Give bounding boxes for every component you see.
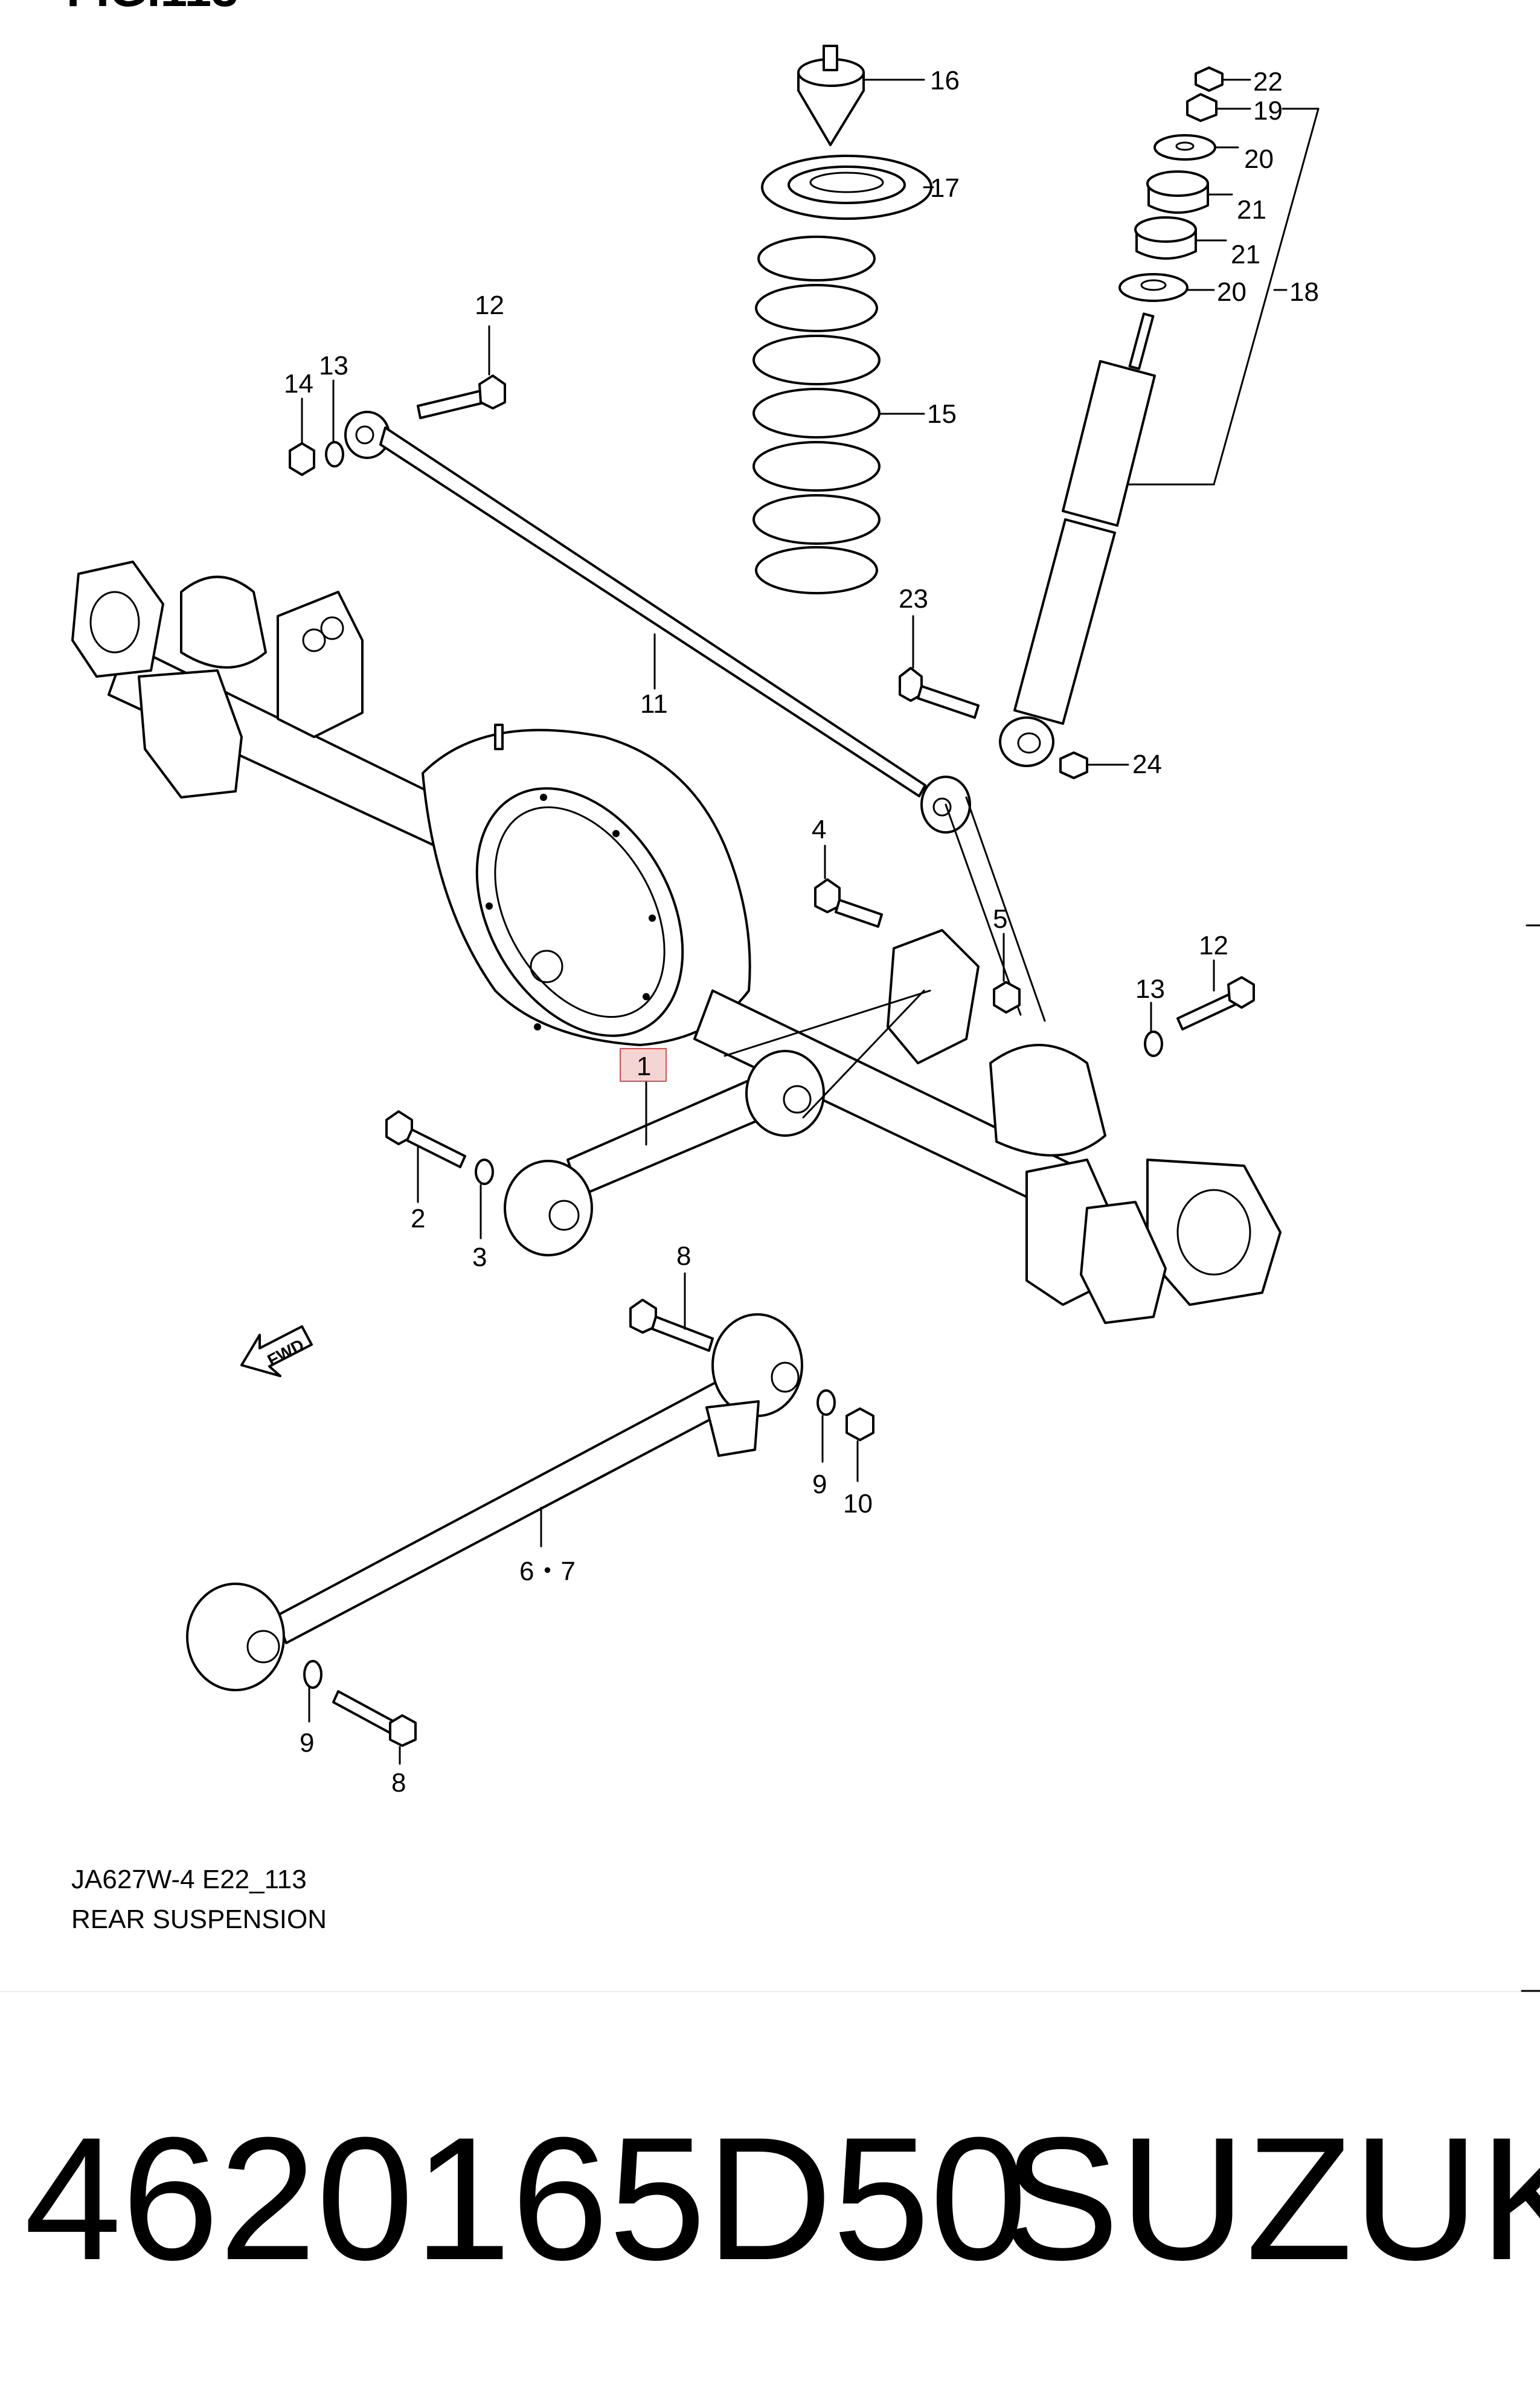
lateral-rod-bolt-right — [1176, 976, 1255, 1030]
callout-8-top: 8 — [676, 1241, 691, 1271]
callout-6-7: 6・7 — [519, 1557, 576, 1586]
callout-10: 10 — [843, 1489, 873, 1519]
diagram-name: REAR SUSPENSION — [71, 1905, 327, 1934]
callout-22: 22 — [1253, 67, 1283, 97]
callout-19: 19 — [1253, 96, 1283, 126]
diagram-code: JA627W-4 E22_113 — [71, 1865, 307, 1894]
callout-15: 15 — [927, 399, 957, 429]
diagram-sheet-bottom-border — [0, 1991, 1540, 1992]
callout-21-bottom: 21 — [1231, 240, 1260, 269]
callout-13-top: 13 — [319, 351, 348, 381]
callout-14: 14 — [284, 369, 313, 399]
callout-17: 17 — [930, 173, 960, 203]
callout-3: 3 — [472, 1243, 487, 1272]
callout-20-bottom: 20 — [1217, 277, 1246, 307]
lower-arm-bolt-front — [629, 1299, 714, 1352]
lateral-rod-washer — [325, 441, 344, 468]
lower-arm-bolt-rear — [332, 1690, 417, 1747]
callout-13-right: 13 — [1135, 974, 1165, 1004]
upper-link-bolt — [814, 878, 883, 928]
spring-seat — [761, 155, 932, 220]
callout-21-top: 21 — [1237, 195, 1266, 225]
callout-12-top: 12 — [475, 291, 504, 320]
upper-link-nut — [993, 981, 1021, 1014]
brand-name: SUZUKI — [1003, 2101, 1540, 2297]
callout-24: 24 — [1132, 750, 1162, 779]
callout-1: 1 — [637, 1052, 651, 1081]
callout-1-highlight — [620, 1048, 667, 1082]
lateral-rod-washer-right — [1144, 1030, 1163, 1057]
coil-spring — [752, 236, 881, 594]
upper-arm-bolt — [385, 1110, 466, 1168]
callout-9-right: 9 — [812, 1470, 827, 1499]
callout-4: 4 — [812, 815, 826, 844]
bump-stopper — [797, 45, 865, 146]
shock-hardware-stack — [1118, 66, 1224, 302]
shock-absorber — [999, 312, 1156, 767]
callout-12-right: 12 — [1199, 931, 1228, 960]
callout-2: 2 — [411, 1204, 425, 1233]
lower-control-arm — [186, 1313, 803, 1691]
callout-23: 23 — [899, 584, 928, 614]
lower-arm-washer-rear — [303, 1660, 322, 1689]
callout-9-bottom: 9 — [300, 1728, 314, 1758]
upper-arm-washer — [475, 1159, 494, 1185]
lower-arm-nut — [845, 1407, 874, 1441]
callout-16: 16 — [930, 66, 960, 95]
upper-control-arm — [504, 1050, 825, 1256]
rear-axle-housing — [71, 561, 1282, 1324]
shock-bolt — [899, 667, 980, 719]
callout-8-bottom: 8 — [391, 1768, 406, 1798]
callout-5: 5 — [993, 904, 1007, 934]
lower-arm-washer-front — [817, 1389, 836, 1416]
lateral-rod — [344, 411, 971, 834]
lateral-rod-bolt-left — [417, 375, 506, 419]
figure-title: FIG.113 — [66, 0, 239, 16]
part-number: 4620165D50 — [24, 2101, 1027, 2297]
callout-18: 18 — [1289, 277, 1319, 307]
lateral-rod-nut — [289, 442, 315, 476]
callout-20-top: 20 — [1244, 144, 1274, 174]
callout-11: 11 — [640, 689, 668, 719]
shock-nut — [1059, 751, 1088, 779]
